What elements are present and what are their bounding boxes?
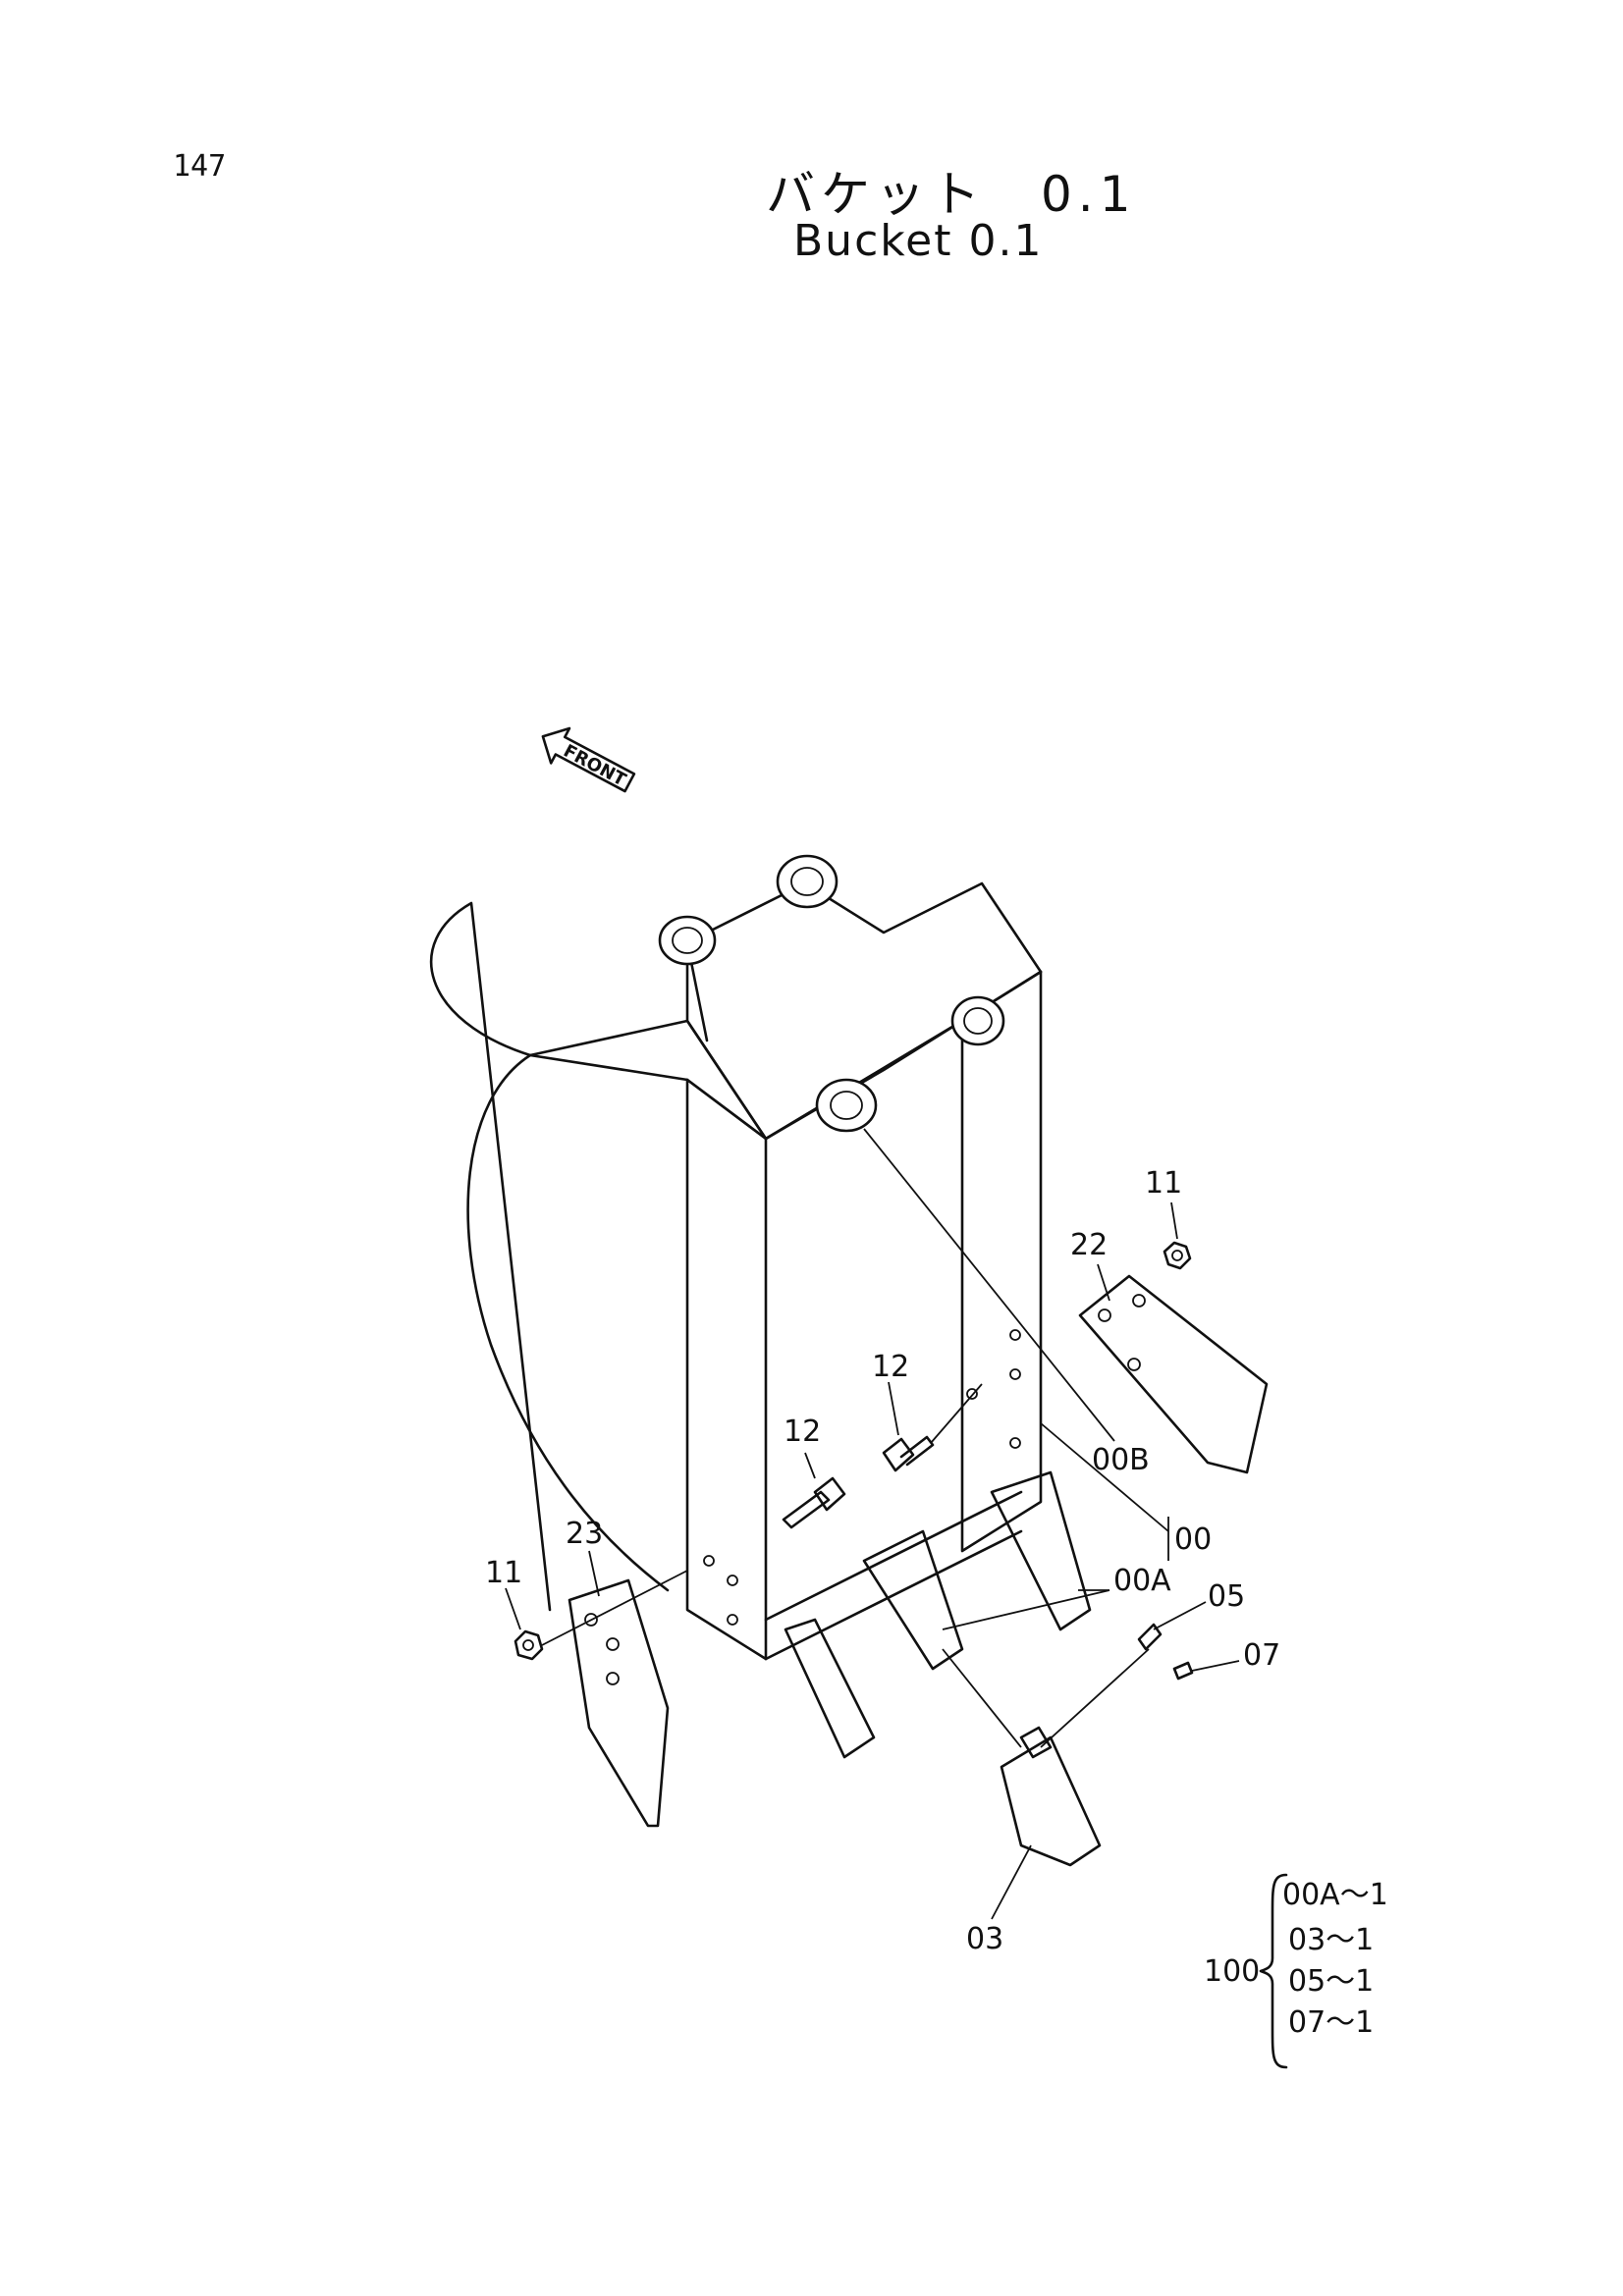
nut-11-right (1163, 1241, 1192, 1270)
callout-23: 23 (566, 1517, 603, 1551)
kit-breakdown: 100 00A～1 03～1 05～1 07～1 (1204, 1873, 1388, 2069)
pin-boss-front (815, 1078, 878, 1133)
callout-00a: 00A (1113, 1564, 1171, 1598)
pin-boss-right (950, 995, 1005, 1046)
callout-03: 03 (966, 1922, 1003, 1956)
title-japanese: バケット 0.1 (766, 166, 1137, 223)
kit-item-1: 00A～1 (1282, 1878, 1388, 1912)
lock-07 (1172, 1661, 1194, 1681)
callout-00b: 00B (1092, 1443, 1150, 1477)
page-number: 147 (173, 149, 227, 184)
bolt-12-lower (782, 1476, 846, 1529)
side-cutter-22 (1078, 1274, 1269, 1474)
side-cutter-23 (568, 1578, 670, 1828)
callout-22: 22 (1070, 1228, 1108, 1262)
kit-item-2: 03～1 (1288, 1923, 1374, 1957)
bucket-body (430, 901, 1043, 1661)
callout-00: 00 (1174, 1522, 1212, 1557)
kit-item-4: 07～1 (1288, 2005, 1374, 2040)
callout-11-right: 11 (1145, 1166, 1182, 1201)
pin-05 (1137, 1623, 1163, 1651)
callout-12-upper: 12 (872, 1350, 909, 1384)
pin-boss-left (658, 915, 717, 966)
link-bracket (658, 854, 1043, 1141)
callout-12-lower: 12 (784, 1415, 821, 1449)
bolt-12-upper (882, 1435, 935, 1472)
leader-lines (505, 1128, 1240, 1920)
kit-number: 100 (1204, 1954, 1260, 1989)
pin-boss-top (776, 854, 839, 909)
callout-05: 05 (1208, 1579, 1245, 1614)
callout-07: 07 (1243, 1638, 1280, 1673)
nut-11-left (514, 1629, 544, 1661)
front-arrow-icon: FRONT (541, 726, 636, 793)
callout-11-left: 11 (485, 1556, 522, 1590)
tooth-03 (1000, 1726, 1102, 1867)
tooth-adapters (784, 1470, 1092, 1759)
title-english: Bucket 0.1 (793, 216, 1044, 266)
kit-item-3: 05～1 (1288, 1964, 1374, 1999)
